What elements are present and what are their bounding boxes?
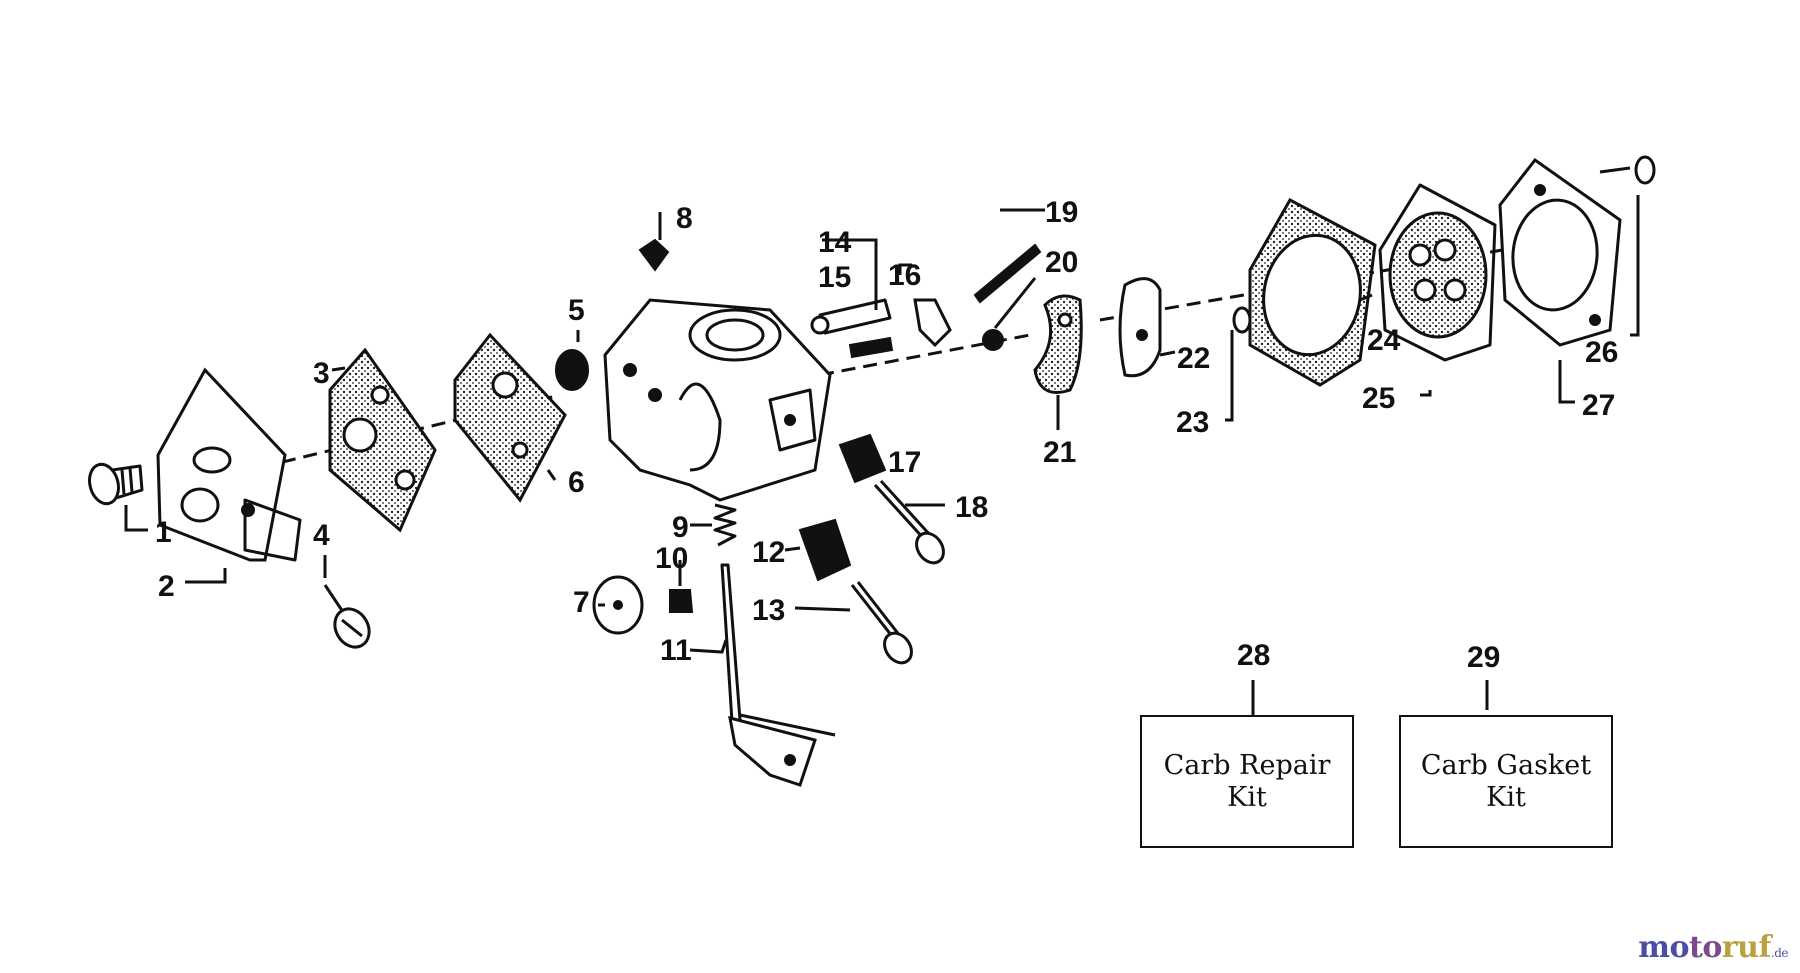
part-number-label: 18 (955, 491, 988, 524)
part-number-label: 5 (568, 294, 585, 327)
part-number-label: 28 (1237, 639, 1270, 672)
part-18-needle-screw[interactable] (873, 479, 949, 568)
part-6-diaphragm[interactable] (453, 332, 567, 503)
part-number-label: 25 (1362, 382, 1395, 415)
part-number-label: 1 (155, 516, 172, 549)
part-number-label: 12 (752, 536, 785, 569)
part-3-gasket[interactable] (328, 347, 437, 533)
part-9-spring[interactable] (713, 503, 737, 547)
part-2-pump-cover[interactable] (156, 367, 302, 562)
part-number-label: 10 (655, 542, 688, 575)
motoruf-watermark-logo: motoruf.de (1638, 930, 1788, 965)
part-number-label: 21 (1043, 436, 1076, 469)
part-15-pin[interactable] (848, 336, 894, 359)
kit-label-line2: Kit (1227, 781, 1267, 813)
part-11-lever[interactable] (720, 563, 836, 787)
part-number-label: 11 (660, 634, 692, 667)
kit-label-line2: Kit (1486, 781, 1526, 813)
part-23-plug[interactable] (1232, 306, 1252, 334)
part-number-label: 23 (1176, 406, 1209, 439)
part-number-label: 2 (158, 570, 175, 603)
watermark-part-3: ruf (1721, 930, 1772, 965)
part-7-disc[interactable] (592, 575, 644, 635)
part-17-spring[interactable] (838, 433, 887, 484)
part-26-screw[interactable] (1599, 155, 1656, 185)
part-21-choke-lever[interactable] (1033, 294, 1083, 394)
part-number-label: 27 (1582, 389, 1615, 422)
leader-lines (124, 195, 1640, 715)
carb-gasket-kit-box[interactable]: Carb Gasket Kit (1399, 715, 1613, 848)
watermark-suffix: .de (1770, 946, 1789, 960)
part-16-lever[interactable] (913, 298, 952, 348)
part-22-choke-plate[interactable] (1118, 277, 1162, 378)
part-5-plug[interactable] (555, 349, 589, 391)
part-4-screw[interactable] (323, 584, 376, 653)
part-number-labels: 1 2 3 4 5 6 7 8 9 10 11 12 13 14 15 16 1… (155, 196, 1618, 674)
part-number-label: 19 (1045, 196, 1078, 229)
carburetor-body (603, 298, 832, 502)
part-number-label: 26 (1585, 336, 1618, 369)
part-19-pin[interactable] (973, 243, 1042, 304)
part-12-spring[interactable] (798, 518, 852, 582)
part-number-label: 17 (888, 446, 921, 479)
part-number-label: 8 (676, 202, 693, 235)
part-1-screw[interactable] (85, 461, 144, 507)
part-number-label: 16 (888, 259, 921, 292)
part-number-label: 22 (1177, 342, 1210, 375)
carb-repair-kit-box[interactable]: Carb Repair Kit (1140, 715, 1354, 848)
part-number-label: 13 (752, 594, 785, 627)
part-8-plug[interactable] (638, 238, 670, 272)
kit-label-line1: Carb Repair (1163, 749, 1331, 781)
part-14-shaft[interactable] (810, 298, 892, 335)
part-number-label: 4 (313, 519, 330, 552)
part-24-gasket[interactable] (1248, 197, 1377, 387)
watermark-part-2: to (1688, 930, 1722, 965)
part-20-bushing[interactable] (982, 329, 1004, 351)
part-number-label: 20 (1045, 246, 1078, 279)
part-number-label: 3 (313, 357, 330, 390)
part-number-label: 29 (1467, 641, 1500, 674)
part-number-label: 7 (573, 586, 590, 619)
part-10-needle-seat[interactable] (669, 589, 694, 613)
kit-label-line1: Carb Gasket (1420, 749, 1592, 781)
part-13-needle-screw[interactable] (850, 581, 917, 668)
part-number-label: 9 (672, 511, 689, 544)
part-number-label: 24 (1367, 324, 1401, 357)
part-number-label: 15 (818, 261, 851, 294)
part-number-label: 6 (568, 466, 585, 499)
part-25-diaphragm[interactable] (1378, 183, 1497, 362)
watermark-part-1: mo (1638, 930, 1689, 965)
part-number-label: 14 (818, 226, 852, 259)
part-27-cover[interactable] (1498, 157, 1622, 347)
